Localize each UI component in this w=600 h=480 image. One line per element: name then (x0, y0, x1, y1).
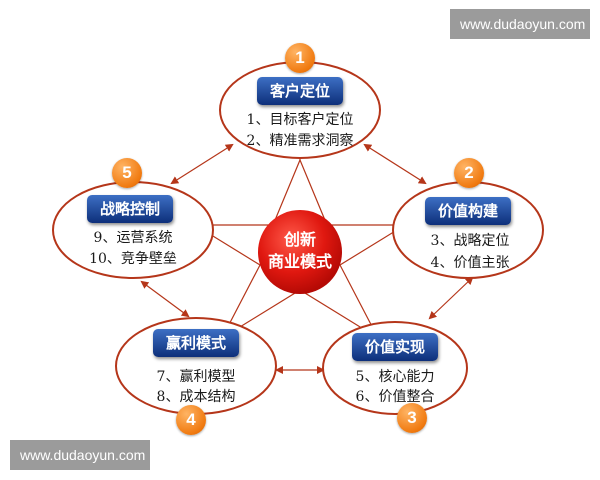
watermark-bottom: www.dudaoyun.com (10, 440, 150, 470)
node-1-item-2: 2、精准需求洞察 (246, 133, 354, 149)
node-3-item-2: 6、价值整合 (355, 389, 435, 405)
node-5-item-2: 10、竞争壁垒 (89, 251, 177, 267)
node-number-badge-5: 5 (112, 158, 142, 188)
watermark-top: www.dudaoyun.com (450, 9, 590, 39)
arrow-4-5 (140, 280, 190, 318)
node-2-item-2: 4、价值主张 (430, 255, 510, 271)
node-3-item-1: 5、核心能力 (355, 369, 435, 385)
node-title-5: 战略控制 (87, 195, 173, 223)
arrow-1-2 (363, 143, 427, 185)
node-number-badge-3: 3 (397, 403, 427, 433)
center-circle (258, 210, 342, 294)
node-title-4: 赢利模式 (153, 329, 239, 357)
node-number-badge-2: 2 (454, 158, 484, 188)
node-5-item-1: 9、运营系统 (93, 230, 173, 246)
node-number-badge-1: 1 (285, 43, 315, 73)
center-label-line1: 创新 (283, 230, 316, 249)
node-title-1: 客户定位 (257, 77, 343, 105)
node-title-2: 价值构建 (425, 197, 511, 225)
center-label-line2: 商业模式 (267, 252, 332, 271)
node-2-item-1: 3、战略定位 (430, 233, 510, 249)
arrow-2-3 (428, 276, 474, 320)
node-4-item-1: 7、赢利模型 (156, 369, 236, 385)
node-number-badge-4: 4 (176, 405, 206, 435)
arrow-5-1 (170, 143, 234, 185)
node-1-item-1: 1、目标客户定位 (246, 112, 354, 128)
node-4-item-2: 8、成本结构 (156, 389, 236, 405)
node-title-3: 价值实现 (352, 333, 438, 361)
